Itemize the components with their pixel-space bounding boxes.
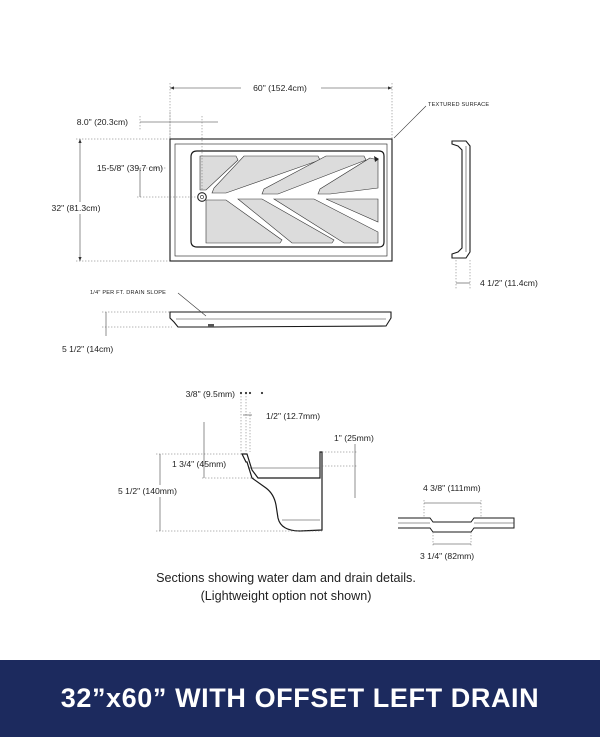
depth-dimension: 32" (81.3cm)	[52, 203, 101, 213]
dam-height-dimension: 5 1/2" (140mm)	[118, 486, 177, 496]
water-dam-detail: 3/8" (9.5mm) 1/2" (12.7mm) 1" (25mm) 1 3…	[114, 389, 374, 532]
width-dimension: 60" (152.4cm)	[253, 83, 307, 93]
tray-rim	[174, 143, 388, 257]
textured-surface-label: TEXTURED SURFACE	[428, 102, 489, 108]
title-banner: 32”x60” WITH OFFSET LEFT DRAIN	[0, 660, 600, 737]
dam-wall-dimension: 1/2" (12.7mm)	[266, 411, 320, 421]
banner-title: 32”x60” WITH OFFSET LEFT DRAIN	[60, 683, 540, 713]
tray-outline	[169, 138, 393, 262]
basin-outline	[190, 150, 385, 248]
shower-base-drawing: 60" (152.4cm) 8.0" (20.3cm) 15-5/8" (39.…	[40, 81, 538, 603]
drain-offset-dimension: 8.0" (20.3cm)	[77, 117, 128, 127]
dam-lip-dimension: 1" (25mm)	[334, 433, 374, 443]
dam-top-dimension: 3/8" (9.5mm)	[186, 389, 236, 399]
drain-detail: 4 3/8" (111mm) 3 1/4" (82mm)	[398, 483, 515, 561]
drain-outer-dimension: 4 3/8" (111mm)	[423, 483, 481, 493]
corner-mark-icon	[374, 156, 379, 162]
drain-slope-label: 1/4" PER FT. DRAIN SLOPE	[90, 290, 166, 296]
caption-line-1: Sections showing water dam and drain det…	[156, 571, 416, 585]
drain-center-dimension: 15-5/8" (39.7 cm)	[97, 163, 163, 173]
side-width-dimension: 4 1/2" (11.4cm)	[480, 278, 538, 288]
drain-inner-dimension: 3 1/4" (82mm)	[420, 551, 474, 561]
side-view: 4 1/2" (11.4cm)	[451, 140, 538, 289]
front-section: 1/4" PER FT. DRAIN SLOPE 5 1/2" (14cm)	[62, 290, 392, 354]
plan-view: 60" (152.4cm) 8.0" (20.3cm) 15-5/8" (39.…	[40, 81, 489, 262]
height-dimension: 5 1/2" (14cm)	[62, 344, 113, 354]
drain-icon	[197, 192, 207, 202]
dam-step-dimension: 1 3/4" (45mm)	[172, 459, 226, 469]
textured-ribs	[199, 155, 379, 244]
caption-line-2: (Lightweight option not shown)	[201, 589, 372, 603]
